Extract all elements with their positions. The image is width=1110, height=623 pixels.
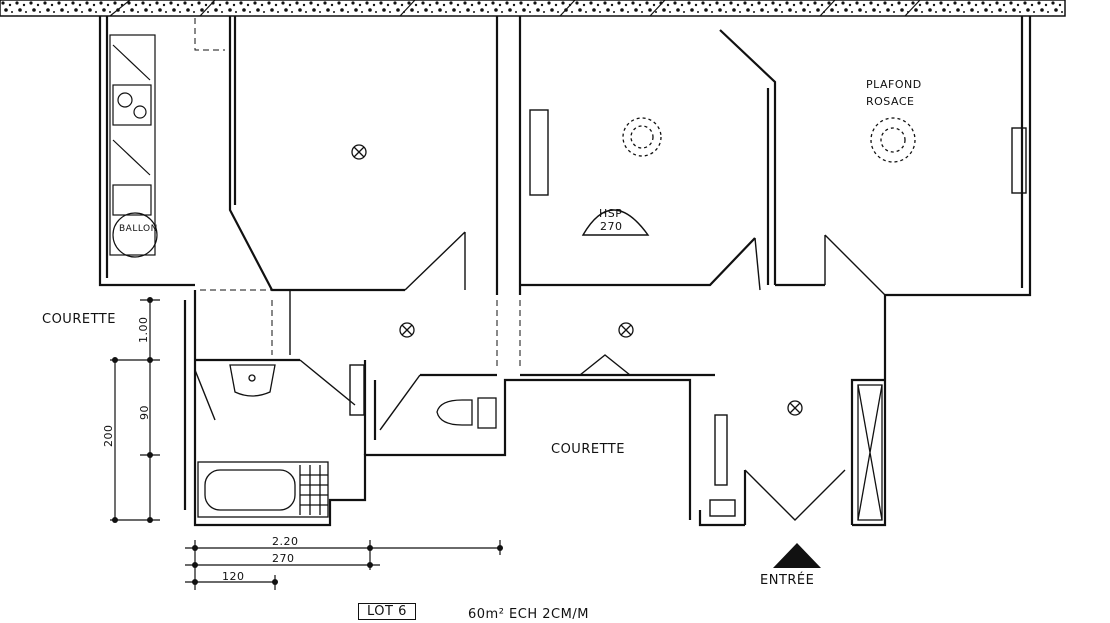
plafond-label: PLAFOND <box>866 78 922 91</box>
hsp-label: HSP <box>599 207 623 220</box>
area-scale-note: 60m² ECH 2CM/M <box>468 607 589 622</box>
dim-90-label: 90 <box>138 405 151 420</box>
walls <box>98 16 1032 527</box>
door-swings <box>194 231 886 521</box>
dim-100-label: 1.00 <box>137 316 150 344</box>
dim-220-label: 2.20 <box>272 535 299 548</box>
dim-120-label: 120 <box>222 570 245 583</box>
dashed-lines <box>194 18 521 370</box>
hsp-marker <box>581 209 650 236</box>
rosace-label: ROSACE <box>866 95 915 108</box>
courette-center-label: COURETTE <box>551 442 625 457</box>
ballon-label: BALLON <box>119 224 158 234</box>
radiators <box>349 109 1027 517</box>
light-fixtures <box>351 117 916 416</box>
kitchen-counter <box>109 34 158 258</box>
dim-200-label: 200 <box>102 424 115 448</box>
courette-left-label: COURETTE <box>42 312 116 327</box>
dimension-lines <box>110 299 501 590</box>
facade-wall <box>0 0 1066 17</box>
entrance-arrow-icon <box>773 543 821 568</box>
dim-270-label: 270 <box>272 552 295 565</box>
entrance-closet <box>857 384 883 521</box>
bathroom-fixtures <box>197 364 497 518</box>
hsp-value: 270 <box>600 220 623 233</box>
entree-label: ENTRÉE <box>760 573 815 588</box>
dimension-ticks <box>112 297 503 585</box>
lot-label: LOT 6 <box>358 603 416 620</box>
